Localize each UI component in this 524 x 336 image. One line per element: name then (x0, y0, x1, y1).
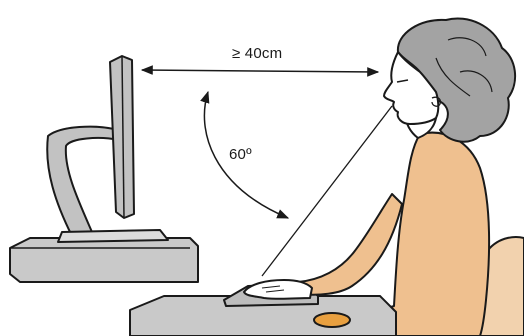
shirt (347, 131, 491, 336)
distance-label: ≥ 40cm (232, 45, 283, 62)
face (383, 51, 440, 125)
mouse (313, 312, 351, 328)
desk-top (9, 237, 199, 283)
desk-block (9, 237, 199, 283)
hand (243, 279, 313, 300)
angle-arc (200, 90, 290, 219)
sight-line (261, 105, 393, 277)
distance-arrow (140, 65, 380, 77)
monitor-stand (46, 125, 169, 243)
monitor (109, 55, 135, 219)
angle-label: 60º (229, 146, 252, 163)
